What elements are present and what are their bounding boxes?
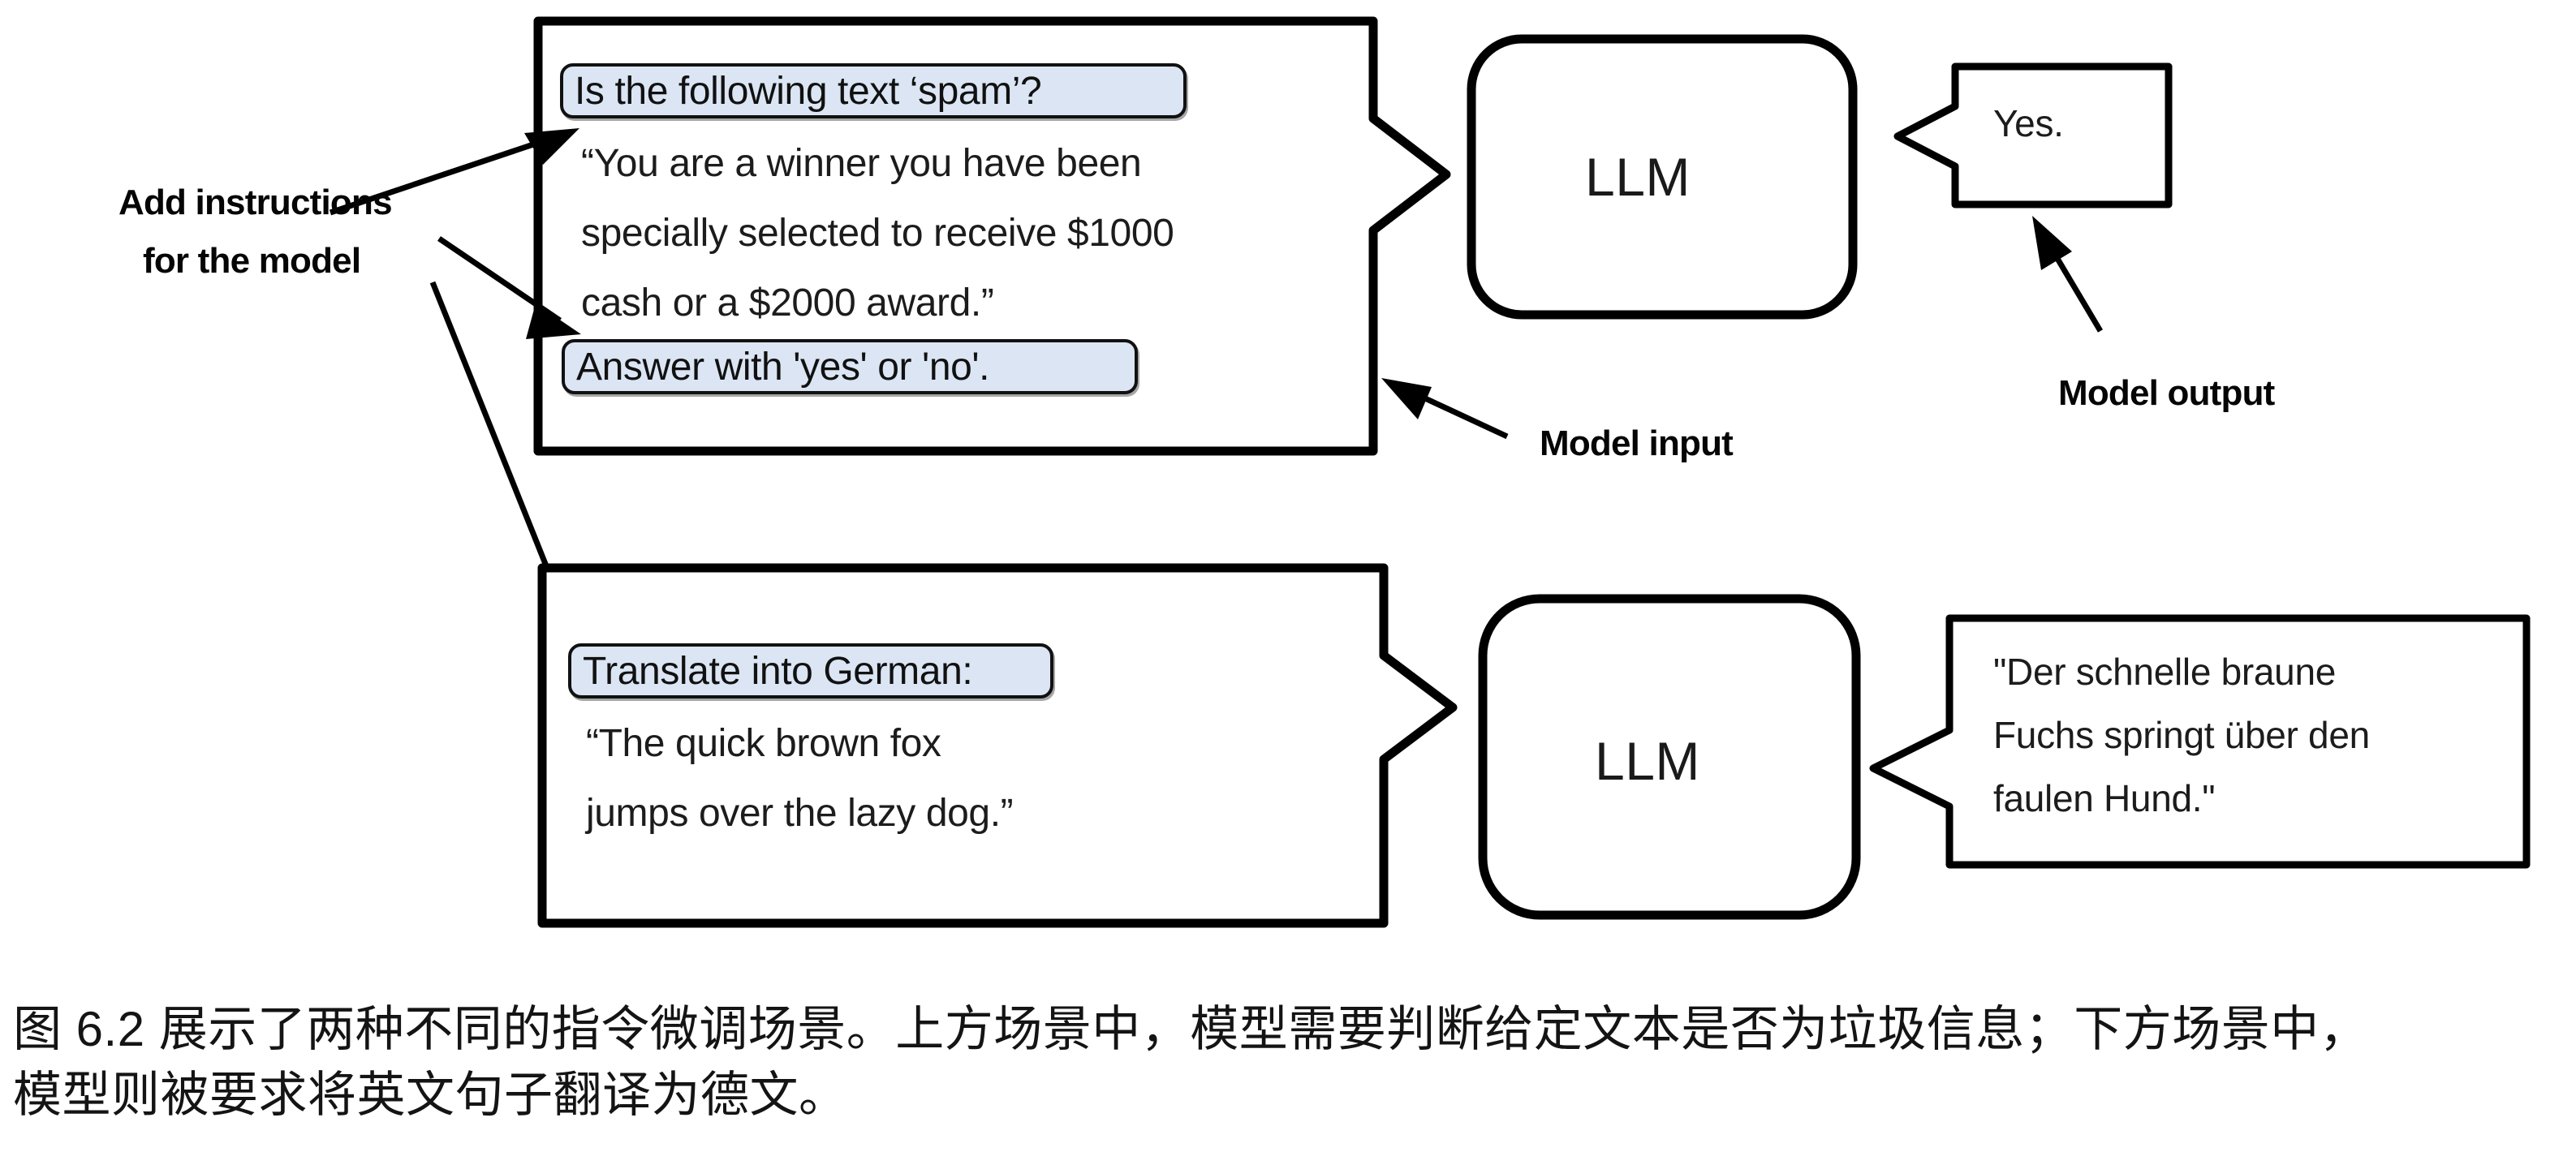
translate-body-line-1: “The quick brown fox bbox=[586, 722, 941, 765]
top-output-text: Yes. bbox=[1993, 102, 2064, 144]
bottom-llm-label: LLM bbox=[1595, 731, 1700, 791]
top-llm-label: LLM bbox=[1585, 147, 1691, 207]
pill-answer-format[interactable]: Answer with 'yes' or 'no'. bbox=[562, 339, 1138, 394]
arrow-model-output bbox=[2032, 216, 2104, 333]
arrow-model-input bbox=[1381, 378, 1509, 440]
figure-caption-line-2: 模型则被要求将英文句子翻译为德文。 bbox=[13, 1068, 848, 1122]
translate-body-line-2: jumps over the lazy dog.” bbox=[586, 792, 1014, 835]
bottom-output-line-2: Fuchs springt über den bbox=[1993, 714, 2370, 756]
figure-caption: 图 6.2 展示了两种不同的指令微调场景。上方场景中，模型需要判断给定文本是否为… bbox=[13, 996, 2570, 1128]
pill-translate-instruction[interactable]: Translate into German: bbox=[568, 643, 1053, 699]
label-add-instructions-line1: Add instructions bbox=[118, 183, 393, 222]
bottom-output-line-3: faulen Hund." bbox=[1993, 777, 2216, 819]
spam-body-line-1: “You are a winner you have been bbox=[581, 142, 1142, 185]
label-add-instructions-line2: for the model bbox=[143, 241, 361, 281]
figure-caption-line-1: 图 6.2 展示了两种不同的指令微调场景。上方场景中，模型需要判断给定文本是否为… bbox=[13, 1002, 2369, 1056]
pill-answer-format-label: Answer with 'yes' or 'no'. bbox=[576, 345, 990, 389]
arrow-add-instructions-to-translate-box bbox=[429, 281, 581, 654]
pill-spam-instruction[interactable]: Is the following text ‘spam’? bbox=[560, 63, 1187, 118]
arrow-add-instructions-to-answer-pill bbox=[437, 236, 581, 339]
spam-body-line-3: cash or a $2000 award.” bbox=[581, 282, 994, 325]
label-model-output: Model output bbox=[2058, 373, 2275, 413]
label-model-input: Model input bbox=[1540, 423, 1734, 463]
bottom-output-line-1: "Der schnelle braune bbox=[1993, 651, 2337, 693]
pill-translate-instruction-label: Translate into German: bbox=[583, 649, 973, 693]
pill-spam-instruction-label: Is the following text ‘spam’? bbox=[575, 69, 1042, 113]
spam-body-line-2: specially selected to receive $1000 bbox=[581, 212, 1174, 255]
